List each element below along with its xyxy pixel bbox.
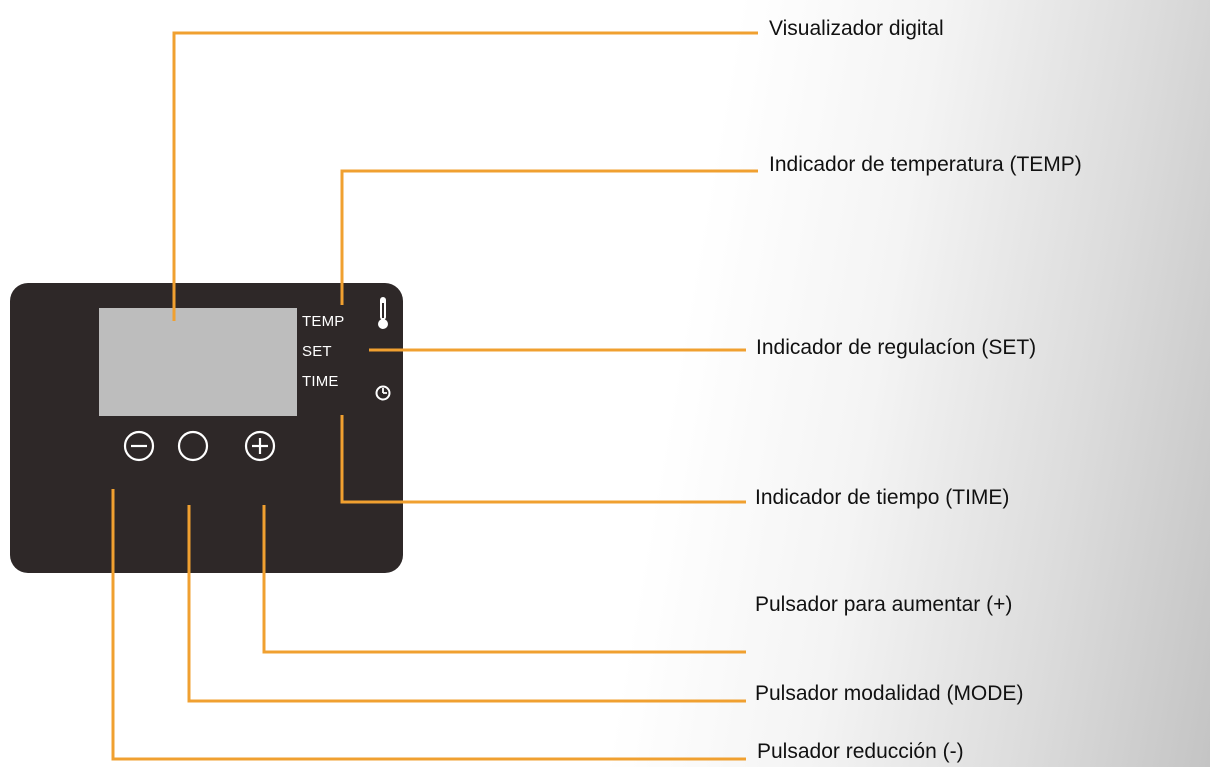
callout-minus: Pulsador reducción (-) xyxy=(757,740,964,763)
callout-set: Indicador de regulacíon (SET) xyxy=(756,336,1037,359)
temp-indicator-label: TEMP xyxy=(302,313,345,330)
time-indicator-label: TIME xyxy=(302,373,339,390)
leader-line-mode xyxy=(187,505,746,703)
clock-icon xyxy=(375,385,391,401)
mode-button[interactable] xyxy=(177,430,209,462)
callout-display: Visualizador digital xyxy=(769,17,944,40)
thermometer-icon xyxy=(378,297,388,329)
leader-line-plus xyxy=(262,505,746,654)
leader-line-display xyxy=(172,31,758,321)
minus-button[interactable] xyxy=(123,430,155,462)
leader-line-time xyxy=(340,415,746,504)
plus-button[interactable] xyxy=(244,430,276,462)
leader-line-temp xyxy=(340,169,758,305)
callout-plus: Pulsador para aumentar (+) xyxy=(755,593,1013,616)
callout-time: Indicador de tiempo (TIME) xyxy=(755,486,1010,509)
set-indicator-label: SET xyxy=(302,343,332,360)
callout-mode: Pulsador modalidad (MODE) xyxy=(755,682,1024,705)
digital-display xyxy=(99,308,297,416)
leader-line-minus xyxy=(111,489,746,761)
callout-temp: Indicador de temperatura (TEMP) xyxy=(769,153,1082,176)
